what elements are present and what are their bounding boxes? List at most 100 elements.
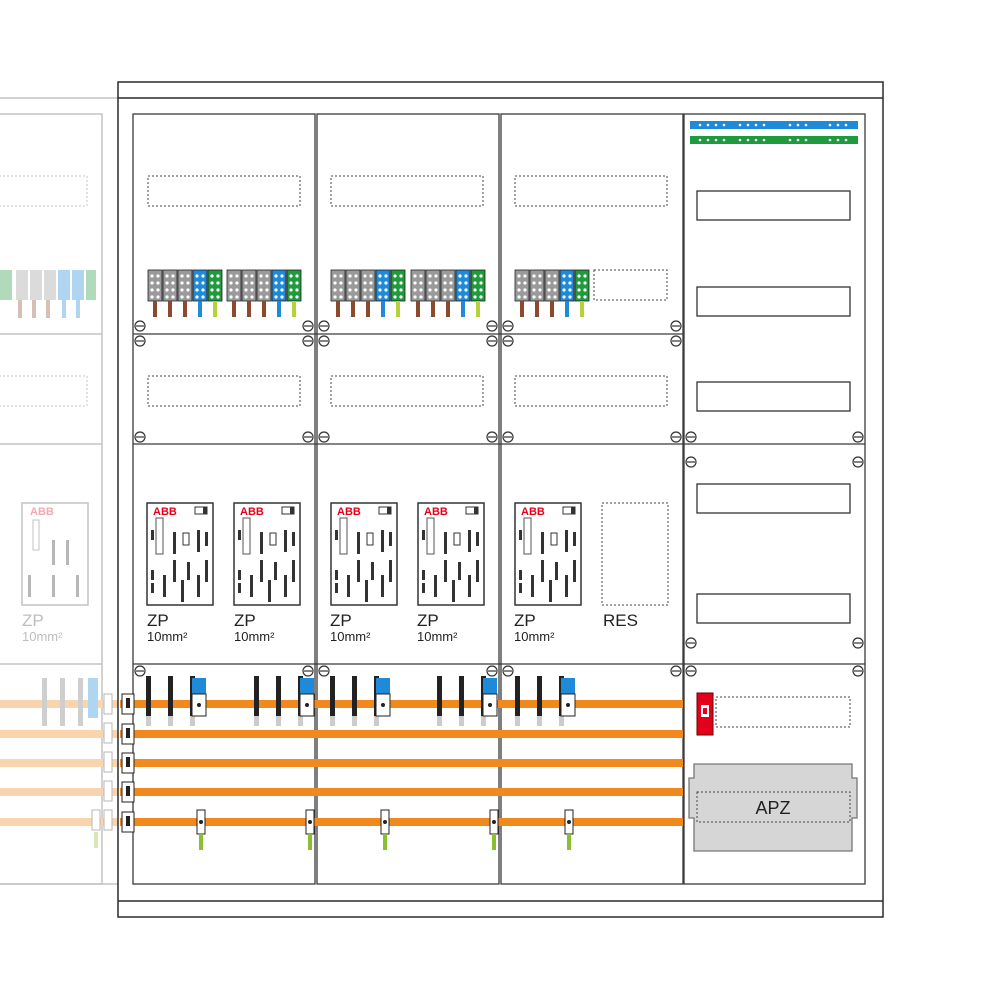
busbar-clamp [126, 728, 130, 738]
pe-clamp [305, 809, 315, 850]
wire [213, 301, 217, 317]
abb-logo: ABB [153, 506, 177, 518]
zp-title: ZP [417, 611, 439, 630]
screw [318, 320, 330, 332]
wire [416, 301, 420, 317]
main-switch [696, 692, 714, 736]
terminal [192, 269, 208, 317]
terminal [286, 269, 302, 317]
wire [366, 301, 370, 317]
wire [277, 301, 281, 317]
zp-title: ZP [147, 611, 169, 630]
busbar [120, 759, 683, 767]
screw [502, 431, 514, 443]
feeder-group [330, 676, 391, 726]
screw [486, 431, 498, 443]
busbar-clamp [126, 757, 130, 767]
screw [486, 335, 498, 347]
feeder-group [515, 676, 576, 726]
right-column-equipment: APZ [688, 121, 858, 852]
screw [852, 665, 864, 677]
wire [565, 301, 569, 317]
screw [134, 320, 146, 332]
terminal [345, 269, 361, 317]
terminal [559, 269, 575, 317]
busbar-clamp [126, 698, 130, 708]
screw [318, 335, 330, 347]
zp-title: ZP [514, 611, 536, 630]
terminal [440, 269, 456, 317]
terminal [390, 269, 406, 317]
busbar [120, 788, 683, 796]
screw [685, 456, 697, 468]
terminal [256, 269, 272, 317]
wire [461, 301, 465, 317]
feeder-group [254, 676, 315, 726]
zp-subtitle: 10mm² [234, 629, 275, 644]
din-rail-covers [696, 190, 851, 624]
ghost-zp-module: ABB ZP 10mm² [21, 502, 89, 644]
wire [520, 301, 524, 317]
wire [153, 301, 157, 317]
screw [302, 335, 314, 347]
terminal [147, 269, 163, 317]
screw [685, 665, 697, 677]
wire [550, 301, 554, 317]
wire [292, 301, 296, 317]
abb-logo: ABB [240, 506, 264, 518]
screw [502, 320, 514, 332]
zp-meter-module: ABB [514, 502, 582, 606]
screw [134, 335, 146, 347]
zp-subtitle: 10mm² [147, 629, 188, 644]
busbar-clamp [126, 816, 130, 826]
wire [396, 301, 400, 317]
terminal [455, 269, 471, 317]
screws [134, 320, 864, 677]
busbar [120, 818, 683, 826]
terminal [514, 269, 530, 317]
zp-title: ZP [234, 611, 256, 630]
wire [580, 301, 584, 317]
wire [168, 301, 172, 317]
svg-text:ABB: ABB [30, 506, 54, 518]
zp-labels: ZP 10mm² ZP 10mm² ZP 10mm² ZP 10mm² ZP 1… [147, 611, 555, 644]
screw [302, 665, 314, 677]
cover-plates [133, 333, 865, 665]
terminal [177, 269, 193, 317]
apz-label: APZ [755, 798, 790, 818]
zp-subtitle: 10mm² [417, 629, 458, 644]
wire [262, 301, 266, 317]
screw [134, 665, 146, 677]
column-frames [132, 113, 866, 885]
terminal [241, 269, 257, 317]
n-pe-terminal-bars [690, 121, 858, 144]
busbar [120, 730, 683, 738]
terminal [207, 269, 223, 317]
screw [502, 335, 514, 347]
pe-clamp [489, 809, 499, 850]
zp-meter-module: ABB [233, 502, 301, 606]
screw [134, 431, 146, 443]
screw [670, 431, 682, 443]
terminal [544, 269, 560, 317]
screw [486, 320, 498, 332]
pe-clamp [380, 809, 390, 850]
screw [302, 320, 314, 332]
screw [302, 431, 314, 443]
busbar-clamp [126, 786, 130, 796]
screw [670, 335, 682, 347]
screw [670, 665, 682, 677]
ghost-busbars [0, 678, 120, 848]
wire [351, 301, 355, 317]
wire [535, 301, 539, 317]
screw [852, 637, 864, 649]
terminal [330, 269, 346, 317]
ghost-cabinet: ABB ZP 10mm² [0, 97, 120, 885]
wire [431, 301, 435, 317]
ghost-terminal-strip [0, 270, 96, 318]
screw [318, 665, 330, 677]
zp-title: ZP [330, 611, 352, 630]
wire [247, 301, 251, 317]
